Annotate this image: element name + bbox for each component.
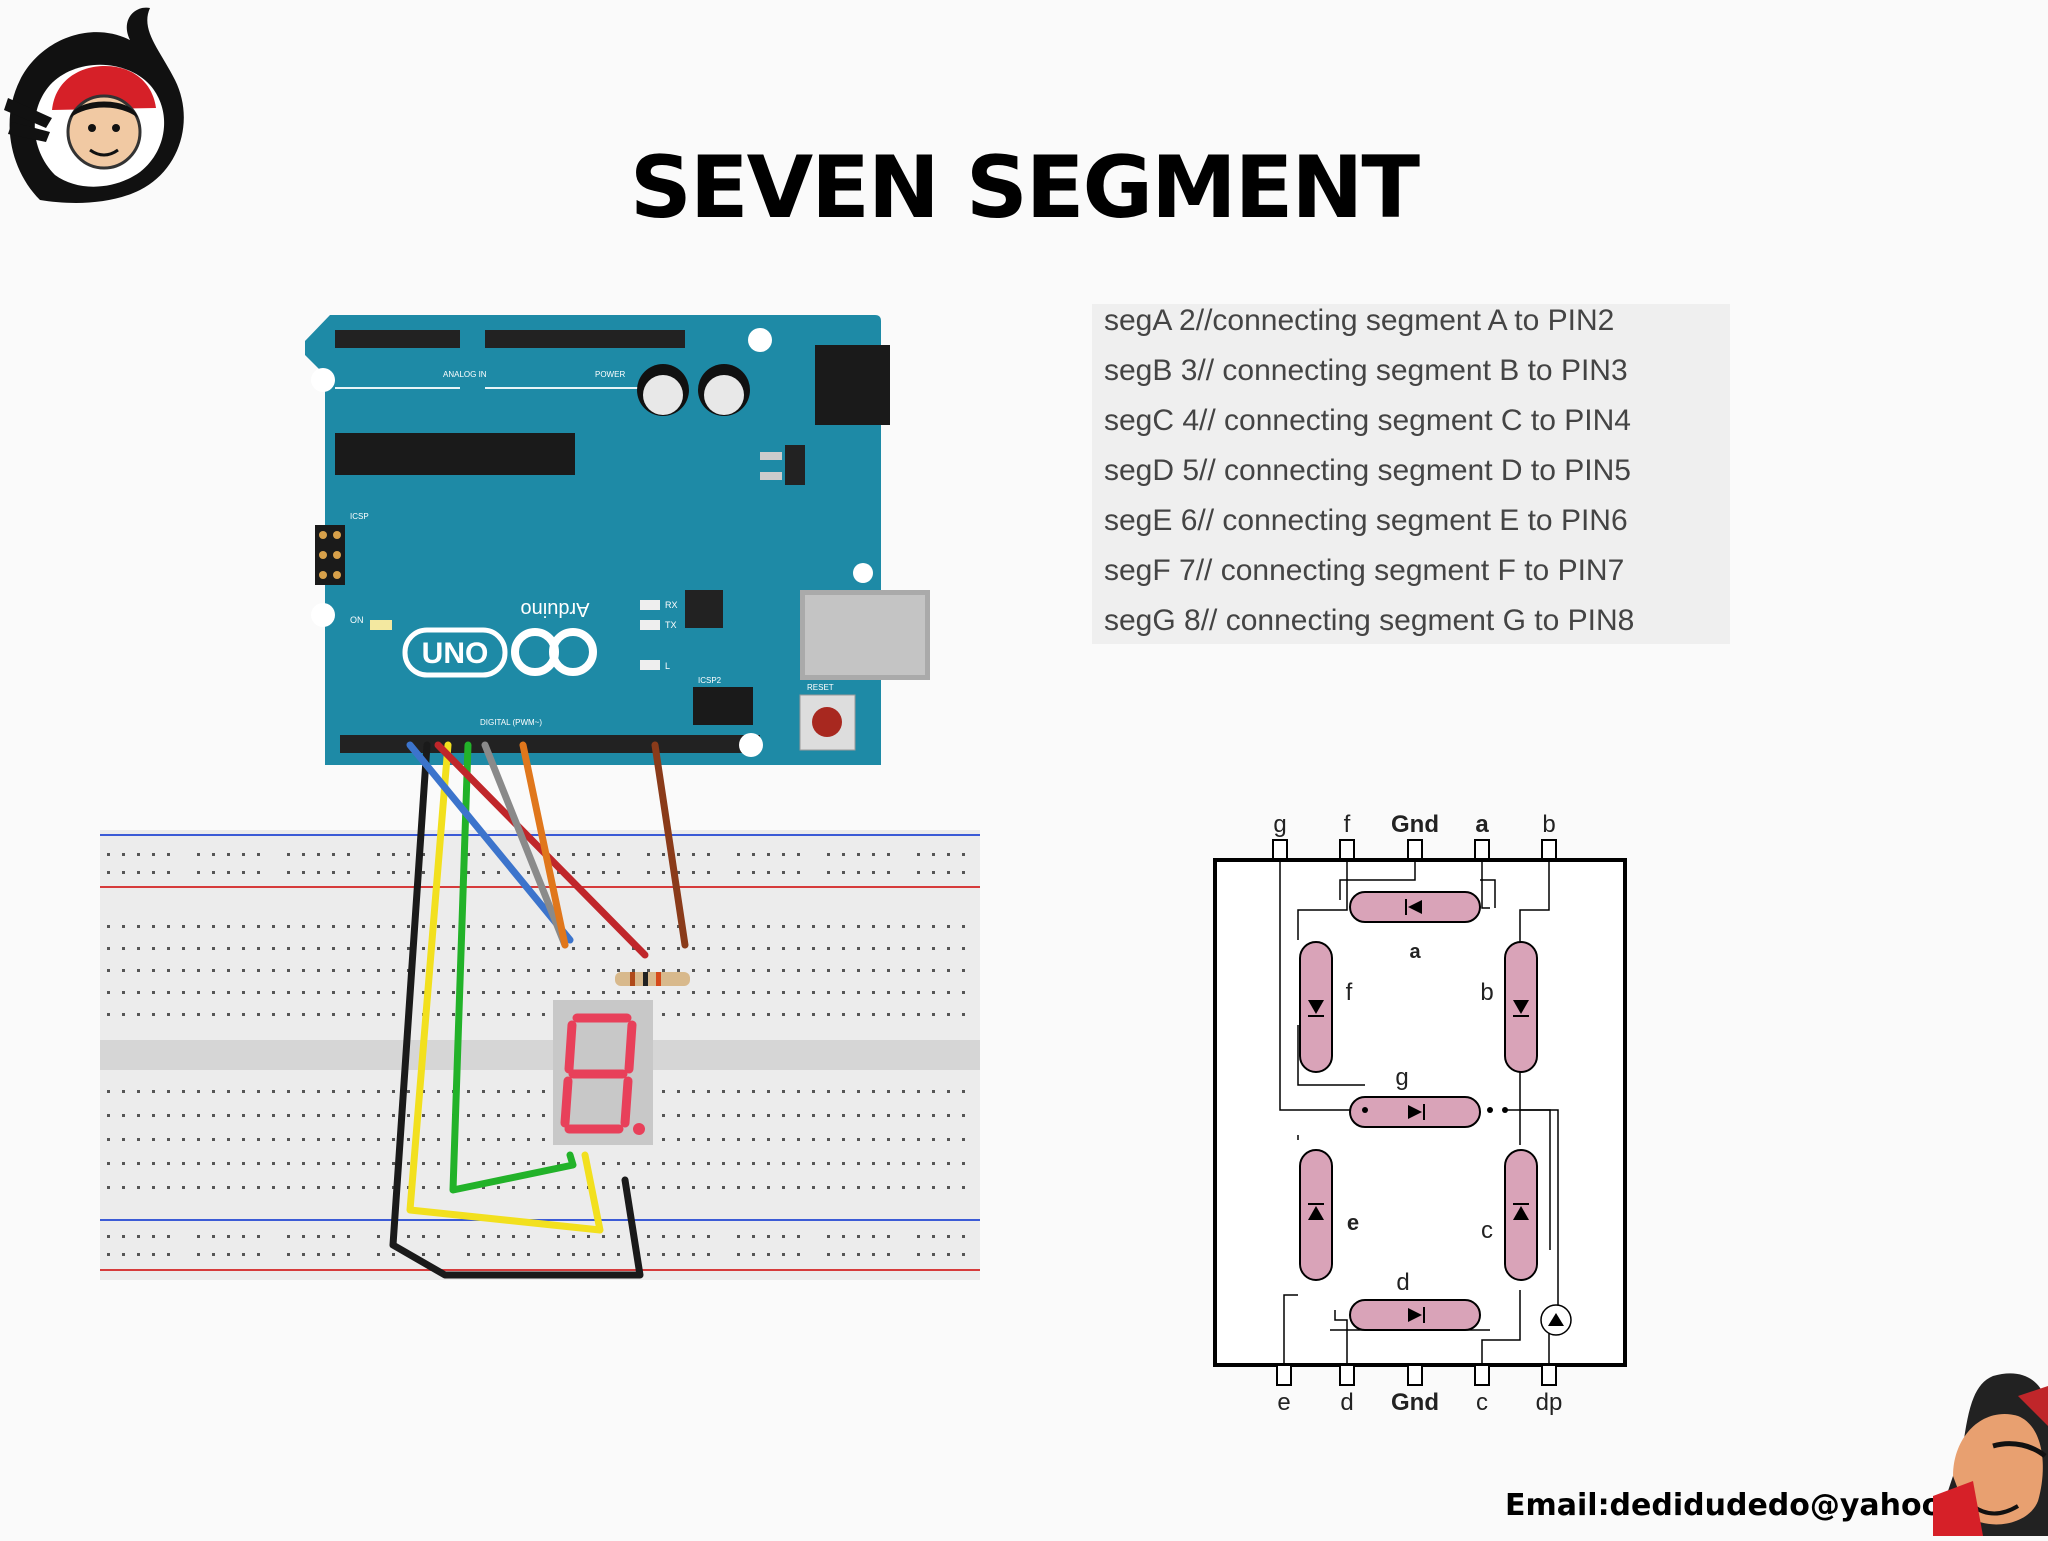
logo-top-left bbox=[0, 0, 205, 205]
seven-segment-schematic: g f Gnd a b e d Gnd c dp bbox=[1190, 800, 1660, 1425]
board-brand-label: Arduino bbox=[521, 598, 590, 620]
jumper-wires bbox=[389, 741, 689, 1279]
schematic-top-pins: g f Gnd a b bbox=[1272, 811, 1557, 861]
segment-label: f bbox=[1346, 979, 1353, 1006]
code-line: segA 2//connecting segment A to PIN2 bbox=[1104, 304, 1615, 337]
board-digital-label: DIGITAL (PWM~) bbox=[480, 718, 542, 727]
board-power-label: POWER bbox=[595, 370, 625, 379]
arduino-board: UNO Arduino ANALOG IN POWER DIGITAL (PWM… bbox=[305, 315, 930, 765]
board-rx-label: RX bbox=[665, 600, 678, 610]
board-tx-label: TX bbox=[665, 620, 677, 630]
slide-title: SEVEN SEGMENT bbox=[629, 138, 1420, 238]
pin-label-top: b bbox=[1542, 811, 1555, 838]
pin-label-top: f bbox=[1344, 811, 1351, 838]
pin-label-bottom: e bbox=[1277, 1389, 1290, 1416]
segment-label: e bbox=[1347, 1210, 1359, 1235]
code-line: segD 5// connecting segment D to PIN5 bbox=[1104, 454, 1631, 487]
segment-label: a bbox=[1409, 941, 1421, 963]
schematic-bottom-pins: e d Gnd c dp bbox=[1276, 1364, 1563, 1416]
breadboard bbox=[100, 830, 980, 1280]
board-analog-label: ANALOG IN bbox=[443, 370, 487, 379]
pin-label-top: g bbox=[1273, 811, 1286, 838]
schematic-segments bbox=[1299, 891, 1572, 1336]
segment-label: b bbox=[1480, 979, 1493, 1006]
pin-label-top: Gnd bbox=[1391, 811, 1439, 838]
segment-label: d bbox=[1396, 1269, 1409, 1296]
resistor bbox=[615, 972, 690, 986]
logo-bottom-right bbox=[1933, 1356, 2048, 1536]
code-line: segC 4// connecting segment C to PIN4 bbox=[1104, 404, 1631, 437]
arduino-circuit-illustration: UNO Arduino ANALOG IN POWER DIGITAL (PWM… bbox=[95, 305, 995, 1295]
code-line: segG 8// connecting segment G to PIN8 bbox=[1104, 604, 1635, 637]
seven-segment-display bbox=[553, 1000, 653, 1145]
schematic-wiring bbox=[1279, 860, 1559, 1365]
pin-label-bottom: c bbox=[1476, 1389, 1488, 1416]
code-line: segF 7// connecting segment F to PIN7 bbox=[1104, 554, 1625, 587]
pin-label-top: a bbox=[1475, 811, 1489, 838]
board-l-label: L bbox=[665, 661, 670, 671]
code-listing: segA 2//connecting segment A to PIN2 seg… bbox=[1092, 304, 1730, 644]
pin-label-bottom: dp bbox=[1536, 1389, 1563, 1416]
board-on-label: ON bbox=[350, 615, 364, 625]
board-model-label: UNO bbox=[422, 637, 489, 670]
code-line: segE 6// connecting segment E to PIN6 bbox=[1104, 504, 1628, 537]
board-icsp-label: ICSP bbox=[350, 512, 369, 521]
board-icsp2-label: ICSP2 bbox=[698, 676, 722, 685]
code-line: segB 3// connecting segment B to PIN3 bbox=[1104, 354, 1628, 387]
segment-label: g bbox=[1395, 1064, 1408, 1091]
segment-label: c bbox=[1481, 1217, 1493, 1244]
board-reset-label: RESET bbox=[807, 683, 834, 692]
pin-label-bottom: d bbox=[1340, 1389, 1353, 1416]
pin-label-bottom: Gnd bbox=[1391, 1389, 1439, 1416]
